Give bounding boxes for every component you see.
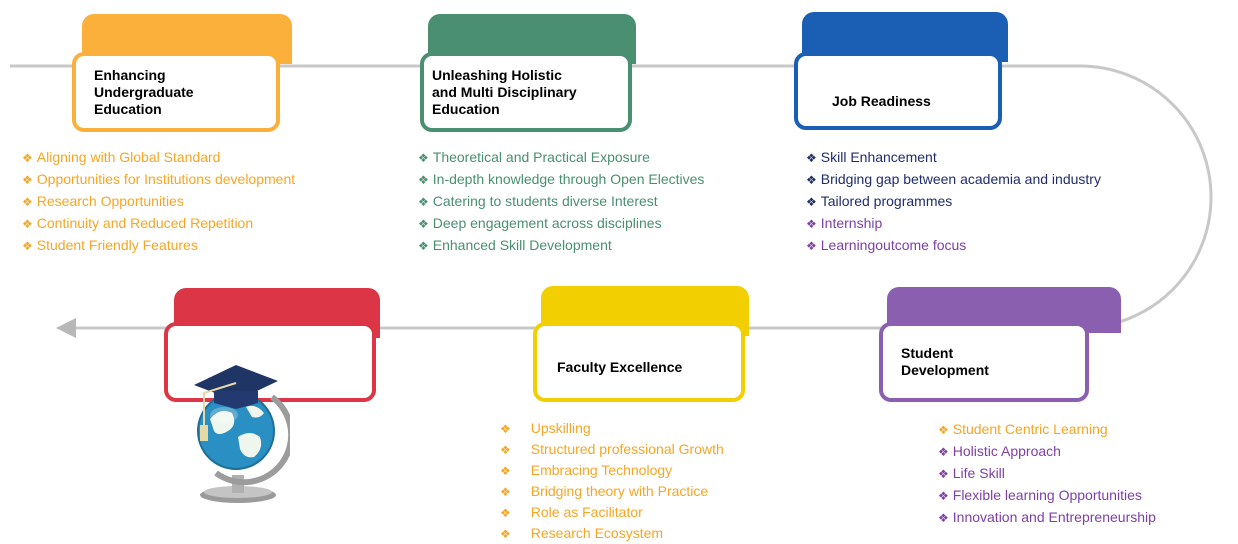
stage-job-title: Job Readiness bbox=[832, 92, 931, 109]
stage-holistic-title: Unleashing Holistic and Multi Disciplina… bbox=[432, 66, 577, 117]
stage-undergrad-card: Enhancing Undergraduate Education bbox=[72, 52, 280, 132]
stage-undergrad-list: ❖Aligning with Global Standard ❖Opportun… bbox=[22, 147, 295, 257]
list-item: ❖Skill Enhancement bbox=[806, 149, 937, 165]
list-item: ❖Holistic Approach bbox=[938, 443, 1061, 459]
stage-holistic-list: ❖Theoretical and Practical Exposure ❖In-… bbox=[418, 147, 704, 257]
list-item: ❖Structured professional Growth bbox=[500, 441, 724, 457]
stage-undergrad-title: Enhancing Undergraduate Education bbox=[94, 66, 194, 117]
stage-student-list: ❖Student Centric Learning ❖Holistic Appr… bbox=[938, 419, 1156, 529]
list-item: ❖Research Opportunities bbox=[22, 193, 184, 209]
list-item: ❖Catering to students diverse Interest bbox=[418, 193, 658, 209]
list-item: ❖In-depth knowledge through Open Electiv… bbox=[418, 171, 705, 187]
list-item: ❖Internship bbox=[806, 215, 883, 231]
list-item: ❖Student Friendly Features bbox=[22, 237, 198, 253]
list-item: ❖Tailored programmes bbox=[806, 193, 953, 209]
list-item: ❖Deep engagement across disciplines bbox=[418, 215, 662, 231]
list-item: ❖Learningoutcome focus bbox=[806, 237, 967, 253]
stage-faculty-list: ❖Upskilling ❖Structured professional Gro… bbox=[500, 418, 724, 544]
list-item: ❖Innovation and Entrepreneurship bbox=[938, 509, 1156, 525]
list-item: ❖Upskilling bbox=[500, 420, 591, 436]
list-item: ❖Enhanced Skill Development bbox=[418, 237, 612, 253]
roadmap-road-line bbox=[10, 64, 1213, 330]
stage-student-card: Student Development bbox=[879, 322, 1089, 402]
roadmap-arrow-head bbox=[56, 318, 76, 338]
graduation-cap-globe-icon bbox=[194, 365, 290, 503]
stage-faculty-title: Faculty Excellence bbox=[557, 358, 683, 375]
list-item: ❖Continuity and Reduced Repetition bbox=[22, 215, 254, 231]
stage-student-title: Student Development bbox=[901, 345, 989, 378]
list-item: ❖Aligning with Global Standard bbox=[22, 149, 221, 165]
list-item: ❖Bridging gap between academia and indus… bbox=[806, 171, 1101, 187]
stage-holistic-card: Unleashing Holistic and Multi Disciplina… bbox=[420, 52, 632, 132]
list-item: ❖Student Centric Learning bbox=[938, 421, 1108, 437]
stage-job-card: Job Readiness bbox=[794, 52, 1002, 130]
list-item: ❖Research Ecosystem bbox=[500, 525, 664, 541]
list-item: ❖Role as Facilitator bbox=[500, 504, 643, 520]
list-item: ❖Flexible learning Opportunities bbox=[938, 487, 1142, 503]
stage-faculty-card: Faculty Excellence bbox=[533, 322, 745, 402]
list-item: ❖Bridging theory with Practice bbox=[500, 483, 709, 499]
list-item: ❖Opportunities for Institutions developm… bbox=[22, 171, 296, 187]
list-item: ❖Theoretical and Practical Exposure bbox=[418, 149, 650, 165]
list-item: ❖Embracing Technology bbox=[500, 462, 673, 478]
list-item: ❖Life Skill bbox=[938, 465, 1005, 481]
stage-global-card bbox=[164, 322, 376, 402]
stage-job-list: ❖Skill Enhancement ❖Bridging gap between… bbox=[806, 147, 1101, 257]
